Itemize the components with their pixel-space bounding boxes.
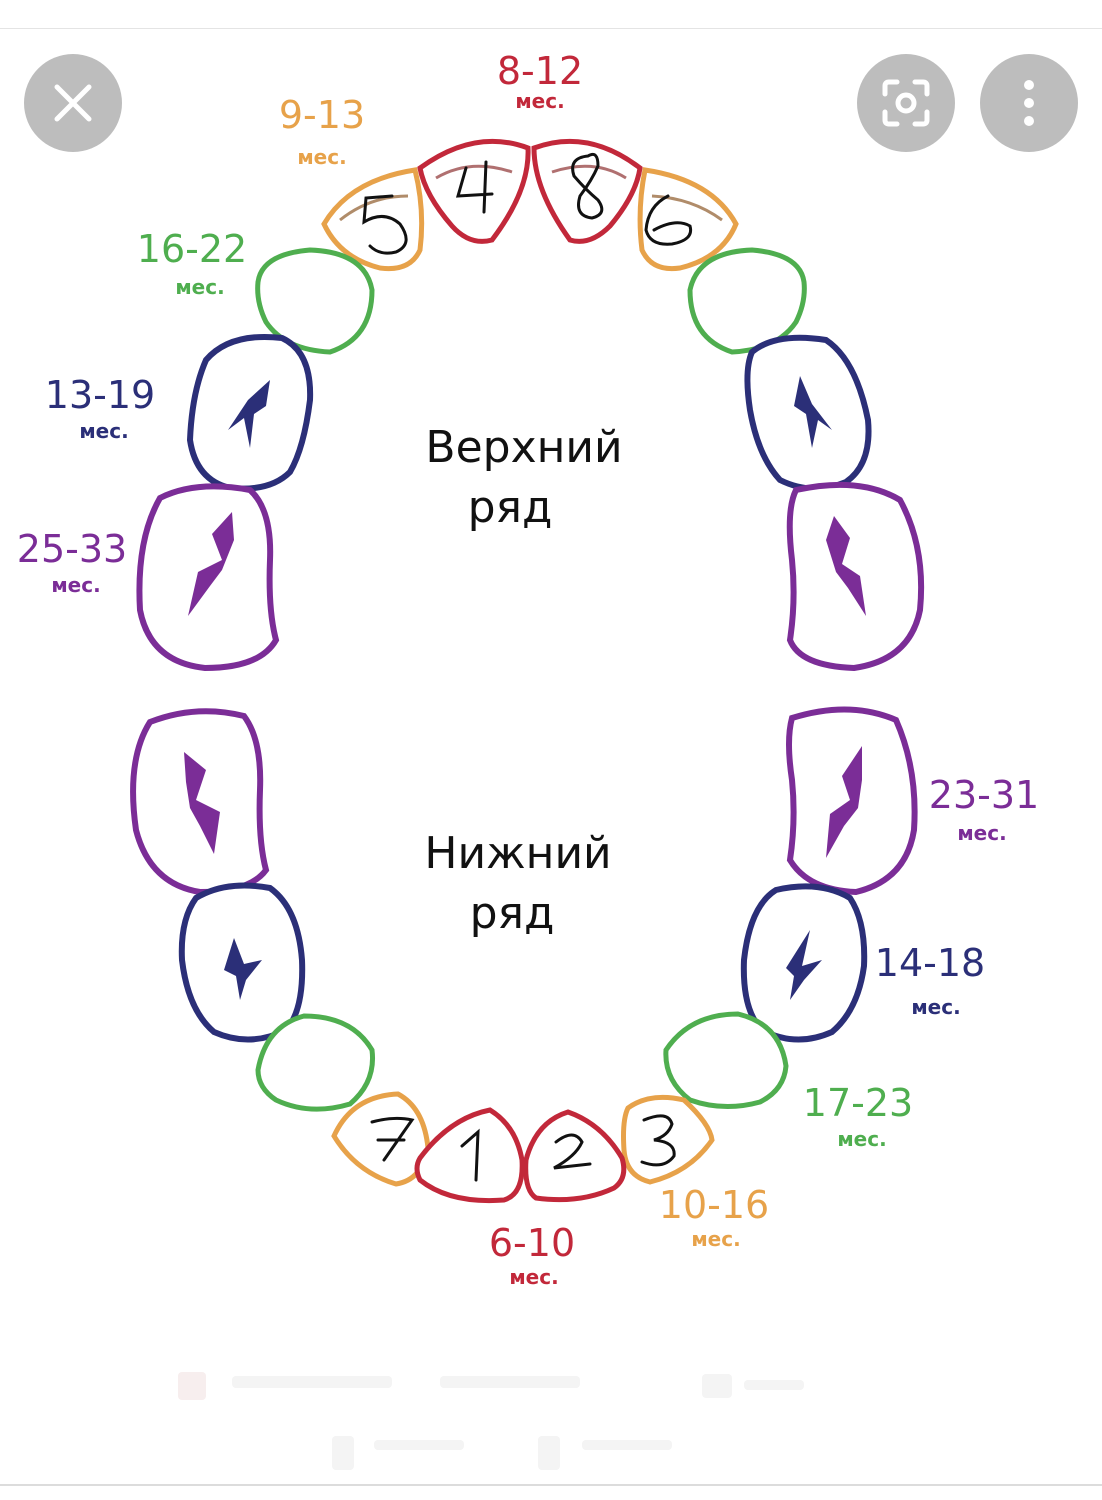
age-label-range: 8-12 bbox=[497, 49, 583, 93]
age-label-range: 23-31 bbox=[929, 773, 1039, 817]
faded-caption-block bbox=[702, 1374, 732, 1398]
handwritten-number-7 bbox=[370, 1116, 415, 1162]
age-label-unit: мес. bbox=[509, 1265, 558, 1289]
tooth-upper-canine-left bbox=[255, 247, 375, 355]
lower-row-label-line2: ряд bbox=[470, 888, 555, 939]
tooth-fissure-mark bbox=[826, 516, 866, 616]
tooth-fissure-mark bbox=[184, 752, 220, 854]
age-label-unit: мес. bbox=[297, 145, 346, 169]
handwritten-number-5 bbox=[362, 194, 408, 255]
tooth-lower-canine-right bbox=[663, 1011, 789, 1110]
age-label-unit: мес. bbox=[837, 1127, 886, 1151]
handwritten-number-2 bbox=[553, 1133, 592, 1170]
tooth-lower-lateral-incisor-right bbox=[621, 1094, 715, 1185]
faded-caption-block bbox=[440, 1376, 580, 1388]
age-label-unit: мес. bbox=[911, 995, 960, 1019]
lens-search-icon bbox=[882, 79, 930, 127]
tooth-fissure-mark bbox=[794, 376, 832, 448]
age-label-range: 25-33 bbox=[17, 527, 127, 571]
tooth-upper-central-incisor-left bbox=[417, 138, 531, 244]
tooth-fissure-mark bbox=[228, 380, 270, 448]
age-label-unit: мес. bbox=[51, 573, 100, 597]
tooth-upper-canine-right bbox=[687, 247, 807, 355]
age-label-unit: мес. bbox=[957, 821, 1006, 845]
faded-caption-block bbox=[582, 1440, 672, 1450]
age-label-range: 16-22 bbox=[137, 227, 247, 271]
faded-caption-block bbox=[374, 1440, 464, 1450]
faded-caption-block bbox=[232, 1376, 392, 1388]
handwritten-number-4 bbox=[455, 160, 494, 214]
upper-row-label-line2: ряд bbox=[468, 482, 553, 533]
handwritten-number-8 bbox=[571, 152, 604, 220]
faded-caption-block bbox=[744, 1380, 804, 1390]
lower-row-label-line1: Нижний bbox=[424, 828, 611, 879]
age-label-range: 14-18 bbox=[875, 941, 985, 985]
handwritten-number-6 bbox=[644, 194, 693, 246]
age-label-unit: мес. bbox=[691, 1227, 740, 1251]
age-label-range: 17-23 bbox=[803, 1081, 913, 1125]
age-label-range: 9-13 bbox=[279, 93, 365, 137]
tooth-ridge-line bbox=[435, 164, 513, 180]
upper-row-label-line1: Верхний bbox=[425, 422, 622, 473]
more-options-button[interactable] bbox=[980, 54, 1078, 152]
age-label-range: 6-10 bbox=[489, 1221, 575, 1265]
lens-search-button[interactable] bbox=[857, 54, 955, 152]
tooth-lower-second-molar-left bbox=[130, 708, 270, 896]
tooth-lower-central-incisor-right bbox=[523, 1109, 627, 1203]
age-label-range: 10-16 bbox=[659, 1183, 769, 1227]
tooth-fissure-mark bbox=[786, 930, 822, 1000]
tooth-ridge-line bbox=[339, 194, 409, 222]
more-vertical-icon bbox=[1024, 80, 1034, 126]
top-divider bbox=[0, 28, 1102, 29]
handwritten-number-3 bbox=[640, 1114, 676, 1167]
bottom-divider bbox=[0, 1484, 1102, 1486]
age-label-range: 13-19 bbox=[45, 373, 155, 417]
tooth-fissure-mark bbox=[188, 512, 234, 616]
tooth-ridge-line bbox=[551, 164, 627, 180]
tooth-fissure-mark bbox=[826, 746, 862, 858]
faded-caption-block bbox=[178, 1372, 206, 1400]
tooth-fissure-mark bbox=[224, 938, 262, 1000]
tooth-lower-first-molar-right bbox=[740, 883, 868, 1043]
handwritten-number-1 bbox=[460, 1128, 480, 1182]
faded-caption-block bbox=[332, 1436, 354, 1470]
tooth-lower-central-incisor-left bbox=[414, 1107, 525, 1204]
tooth-lower-canine-left bbox=[255, 1013, 376, 1112]
age-label-unit: мес. bbox=[515, 89, 564, 113]
faded-caption-block bbox=[538, 1436, 560, 1470]
close-button[interactable] bbox=[24, 54, 122, 152]
age-label-unit: мес. bbox=[79, 419, 128, 443]
age-label-unit: мес. bbox=[175, 275, 224, 299]
close-icon bbox=[54, 84, 92, 122]
tooth-ridge-line bbox=[651, 194, 723, 222]
